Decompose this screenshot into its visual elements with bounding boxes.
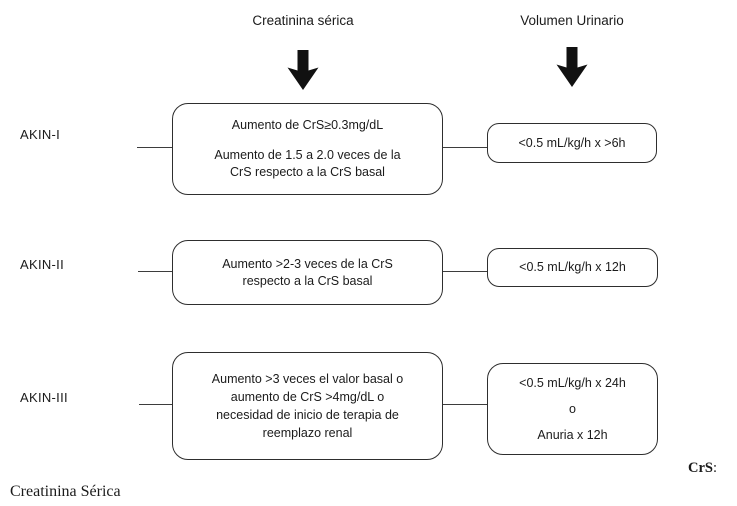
row-label-akin-2: AKIN-II <box>20 257 64 272</box>
row-label-akin-1: AKIN-I <box>20 127 61 142</box>
urine-criteria-box-akin-2: <0.5 mL/kg/h x 12h <box>487 248 658 287</box>
criteria-text: reemplazo renal <box>262 426 353 440</box>
connector-line <box>137 147 172 148</box>
criteria-text: aumento de CrS >4mg/dL o <box>230 390 385 404</box>
connector-line <box>443 271 487 272</box>
criteria-text: CrS respecto a la CrS basal <box>230 165 385 179</box>
criteria-text: Aumento >2-3 veces de la CrS <box>222 256 393 271</box>
column-title-serum-creatinine: Creatinina sérica <box>252 13 354 28</box>
row-label-akin-3: AKIN-III <box>20 390 68 405</box>
criteria-text: <0.5 mL/kg/h x 24h <box>519 376 626 390</box>
criteria-text: Anuria x 12h <box>537 428 608 442</box>
criteria-text: <0.5 mL/kg/h x 12h <box>519 260 626 274</box>
connector-line <box>138 271 172 272</box>
criteria-text: respecto a la CrS basal <box>242 273 373 288</box>
connector-line <box>443 404 487 405</box>
urine-criteria-box-akin-1: <0.5 mL/kg/h x >6h <box>487 123 657 163</box>
column-title-urinary-volume: Volumen Urinario <box>520 13 624 28</box>
criteria-text: <0.5 mL/kg/h x >6h <box>518 135 626 150</box>
criteria-text: necesidad de inicio de terapia de <box>216 408 399 422</box>
creatinine-criteria-box-akin-1: Aumento de CrS≥0.3mg/dL Aumento de 1.5 a… <box>172 103 443 195</box>
criteria-text: Aumento >3 veces el valor basal o <box>211 372 404 386</box>
down-arrow-icon <box>554 47 590 87</box>
footnote-abbr-term: CrS <box>687 460 713 476</box>
connector-line <box>443 147 487 148</box>
footnote-definition: Creatinina Sérica <box>10 483 121 500</box>
urine-criteria-box-akin-3: <0.5 mL/kg/h x 24h o Anuria x 12h <box>487 363 658 455</box>
footnote-abbr-colon: : <box>712 460 717 476</box>
creatinine-criteria-box-akin-2: Aumento >2-3 veces de la CrS respecto a … <box>172 240 443 305</box>
footnote-abbreviation: CrS: <box>688 460 717 477</box>
criteria-text: Aumento de 1.5 a 2.0 veces de la <box>214 148 401 162</box>
down-arrow-icon <box>285 50 321 90</box>
creatinine-criteria-box-akin-3: Aumento >3 veces el valor basal o aument… <box>172 352 443 460</box>
criteria-text: o <box>569 402 576 416</box>
connector-line <box>139 404 172 405</box>
criteria-text: Aumento de CrS≥0.3mg/dL <box>231 118 384 132</box>
